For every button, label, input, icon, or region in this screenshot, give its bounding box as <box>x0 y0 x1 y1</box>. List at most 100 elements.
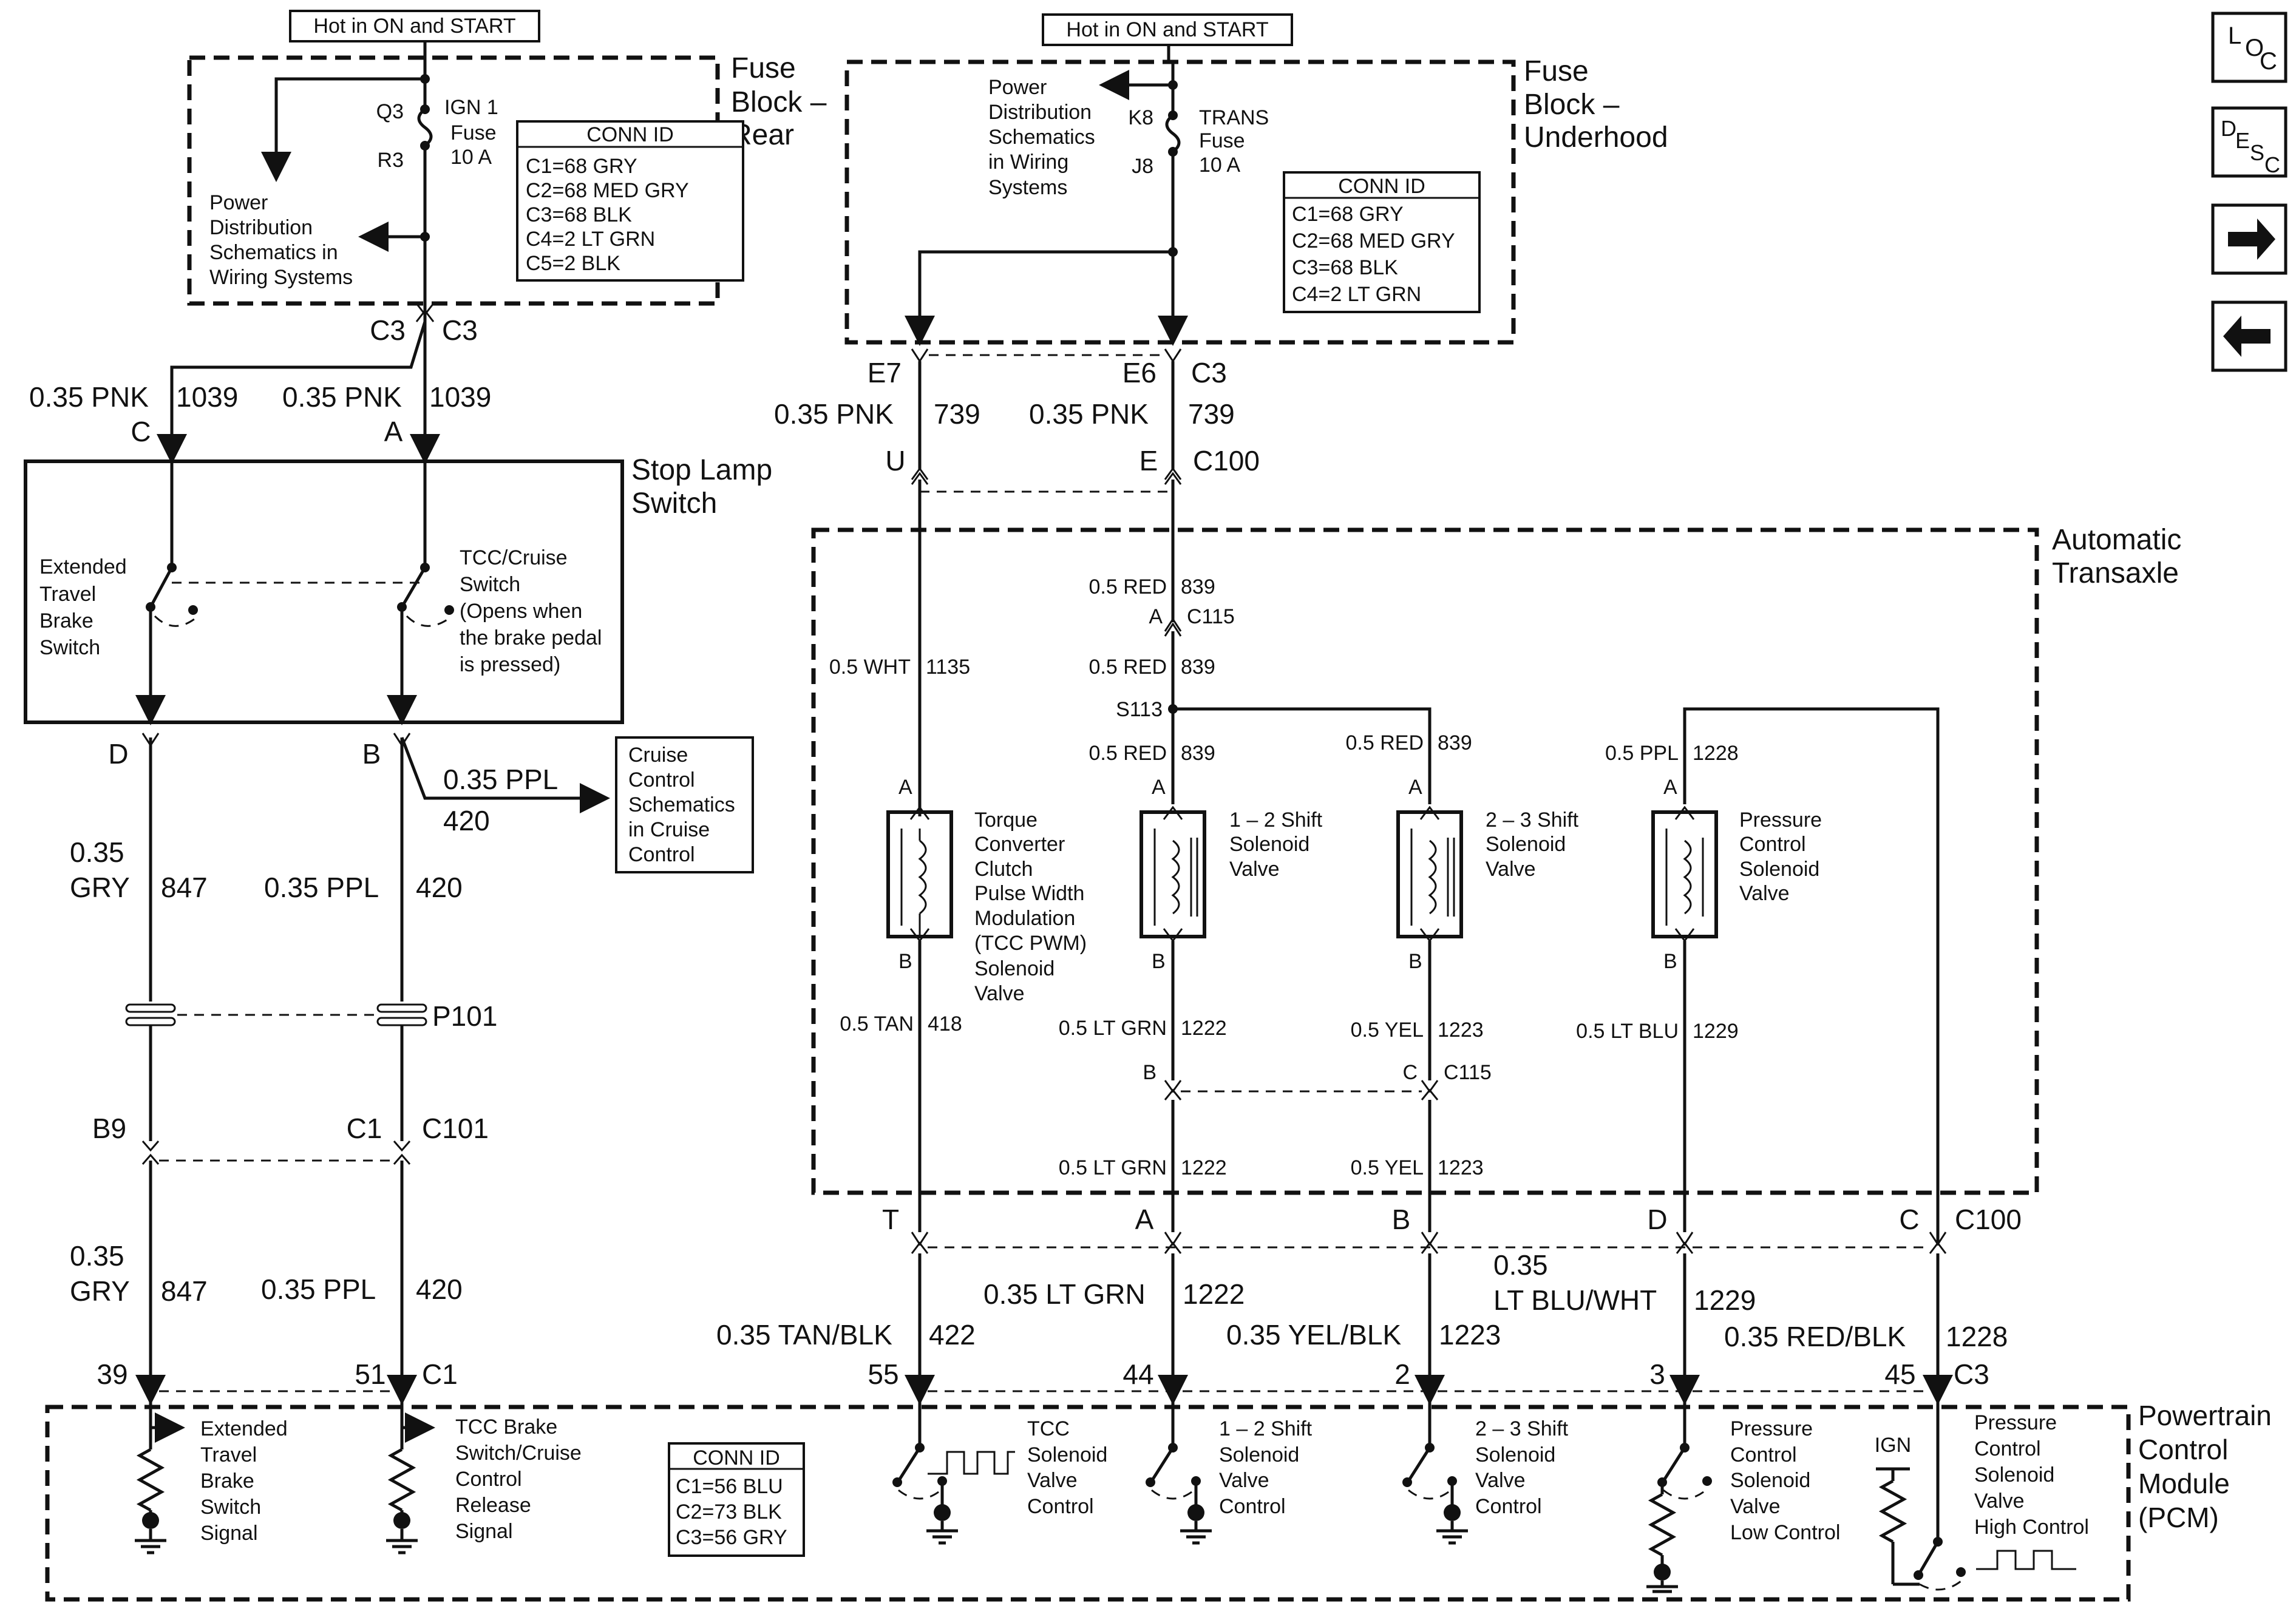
svg-text:420: 420 <box>416 1273 463 1305</box>
svg-text:1223: 1223 <box>1439 1319 1501 1351</box>
fuse-symbol <box>417 108 433 147</box>
svg-text:C4=2 LT GRN: C4=2 LT GRN <box>1292 283 1421 306</box>
svg-text:0.5 TAN: 0.5 TAN <box>840 1012 914 1036</box>
svg-text:Pressure: Pressure <box>1739 808 1822 832</box>
svg-text:0.5 RED: 0.5 RED <box>1089 575 1167 598</box>
svg-text:0.35: 0.35 <box>70 1240 124 1272</box>
arrow-right-icon <box>2228 219 2275 260</box>
svg-text:Control: Control <box>455 1468 522 1491</box>
shift-solenoid-1-2-valve: A B 1 – 2 Shift Solenoid Valve <box>1140 776 1323 973</box>
svg-text:839: 839 <box>1181 656 1215 679</box>
svg-text:R3: R3 <box>378 149 404 172</box>
conn-id-table-rear: CONN ID C1=68 GRY C2=68 MED GRY C3=68 BL… <box>516 120 744 282</box>
svg-text:Solenoid: Solenoid <box>1974 1463 2054 1486</box>
svg-text:B: B <box>1152 950 1166 973</box>
svg-text:Travel: Travel <box>200 1443 257 1466</box>
shift-solenoid-2-3-valve: A B 2 – 3 Shift Solenoid Valve <box>1396 776 1579 973</box>
svg-text:Valve: Valve <box>1027 1469 1078 1492</box>
stop-lamp-switch-title: Stop Lamp <box>631 454 772 486</box>
svg-text:Signal: Signal <box>455 1520 513 1543</box>
forward-button[interactable] <box>2211 203 2288 275</box>
svg-text:Solenoid: Solenoid <box>1739 858 1819 881</box>
svg-text:Solenoid: Solenoid <box>1027 1443 1107 1466</box>
svg-text:E6: E6 <box>1123 357 1156 388</box>
wire-847-label: 0.35 <box>70 836 124 868</box>
svg-text:10 A: 10 A <box>450 146 492 169</box>
svg-text:Valve: Valve <box>1730 1495 1781 1518</box>
svg-text:U: U <box>885 445 905 476</box>
pcm-input-tcc-brake: TCC Brake <box>455 1415 557 1439</box>
svg-text:Control: Control <box>2138 1434 2228 1465</box>
svg-text:C3=68 BLK: C3=68 BLK <box>1292 256 1398 279</box>
svg-text:O: O <box>2245 35 2264 61</box>
svg-text:44: 44 <box>1123 1358 1153 1390</box>
svg-text:Switch: Switch <box>39 636 100 659</box>
svg-text:Control: Control <box>1739 833 1806 856</box>
hot-label-underhood: Hot in ON and START <box>1042 13 1293 46</box>
svg-text:GRY: GRY <box>70 872 130 903</box>
svg-text:Switch: Switch <box>200 1496 261 1519</box>
svg-text:C4=2 LT GRN: C4=2 LT GRN <box>526 228 655 251</box>
svg-text:Block –: Block – <box>1524 89 1620 121</box>
svg-text:0.35 PNK: 0.35 PNK <box>282 381 402 413</box>
desc-button[interactable]: D E S C <box>2211 106 2288 178</box>
svg-text:Switch/Cruise: Switch/Cruise <box>455 1442 582 1465</box>
svg-text:Control: Control <box>1219 1495 1286 1518</box>
svg-text:CONN ID: CONN ID <box>1338 175 1425 198</box>
ign-label: IGN <box>1875 1434 1911 1457</box>
cruise-wire-label: 0.35 PPL <box>443 764 558 795</box>
splice-s113: S113 <box>1116 698 1163 721</box>
svg-text:1222: 1222 <box>1183 1278 1245 1310</box>
conn-id-table-underhood: CONN ID C1=68 GRY C2=68 MED GRY C3=68 BL… <box>1283 171 1481 313</box>
svg-text:C: C <box>2264 152 2280 177</box>
svg-text:10 A: 10 A <box>1199 154 1240 177</box>
svg-text:S: S <box>2250 140 2264 165</box>
svg-text:0.35 RED/BLK: 0.35 RED/BLK <box>1724 1321 1906 1352</box>
powertrain-control-module: Powertrain Control Module (PCM) Extended… <box>45 1375 2272 1602</box>
pcm-output-shift-1-2: 1 – 2 Shift <box>1219 1417 1313 1440</box>
svg-text:P101: P101 <box>432 1000 497 1032</box>
svg-text:Torque: Torque <box>974 808 1038 832</box>
pcm-output-tcc: TCC <box>1027 1417 1070 1440</box>
svg-text:1135: 1135 <box>926 656 970 679</box>
pcm-output-pressure-low: Pressure <box>1730 1417 1813 1440</box>
svg-text:E: E <box>2235 128 2250 153</box>
svg-text:D: D <box>2221 116 2237 141</box>
svg-text:C5=2 BLK: C5=2 BLK <box>526 252 620 275</box>
svg-text:839: 839 <box>1181 742 1215 765</box>
pcm-output-shift-2-3: 2 – 3 Shift <box>1475 1417 1569 1440</box>
svg-text:C2=68 MED GRY: C2=68 MED GRY <box>1292 229 1455 253</box>
svg-text:Solenoid: Solenoid <box>1475 1443 1555 1466</box>
back-button[interactable] <box>2211 300 2288 372</box>
svg-text:1222: 1222 <box>1181 1017 1227 1040</box>
loc-button[interactable]: L O C <box>2211 12 2288 83</box>
svg-text:422: 422 <box>929 1319 976 1351</box>
svg-text:51: 51 <box>355 1358 385 1390</box>
svg-text:0.5 RED: 0.5 RED <box>1089 742 1167 765</box>
fuse-block-rear: Fuse Block – Rear Q3 R3 IGN 1 Fuse 10 A … <box>187 52 827 346</box>
svg-text:Signal: Signal <box>200 1522 258 1545</box>
svg-text:Underhood: Underhood <box>1524 121 1668 154</box>
svg-text:0.35 PPL: 0.35 PPL <box>261 1273 376 1305</box>
svg-text:Valve: Valve <box>1974 1490 2025 1513</box>
svg-text:0.5 RED: 0.5 RED <box>1346 731 1424 754</box>
svg-text:Solenoid: Solenoid <box>1219 1443 1299 1466</box>
svg-text:Travel: Travel <box>39 583 96 606</box>
pcm-input-extended-travel: Extended <box>200 1417 288 1440</box>
svg-text:L: L <box>2228 22 2241 49</box>
svg-text:C1=68 GRY: C1=68 GRY <box>1292 203 1404 226</box>
svg-text:C101: C101 <box>422 1113 489 1144</box>
svg-text:847: 847 <box>161 1275 208 1307</box>
svg-text:45: 45 <box>1884 1358 1915 1390</box>
svg-text:Switch: Switch <box>460 573 520 596</box>
svg-text:C2=68 MED GRY: C2=68 MED GRY <box>526 179 689 202</box>
svg-text:0.5 YEL: 0.5 YEL <box>1351 1156 1424 1179</box>
svg-text:Fuse: Fuse <box>450 121 497 144</box>
svg-text:in Cruise: in Cruise <box>628 818 710 841</box>
svg-text:0.5 RED: 0.5 RED <box>1089 656 1167 679</box>
svg-text:in Wiring: in Wiring <box>988 151 1068 174</box>
arrow-left-icon <box>2223 316 2271 357</box>
svg-text:0.35: 0.35 <box>1493 1249 1548 1281</box>
svg-text:Schematics: Schematics <box>628 793 735 816</box>
